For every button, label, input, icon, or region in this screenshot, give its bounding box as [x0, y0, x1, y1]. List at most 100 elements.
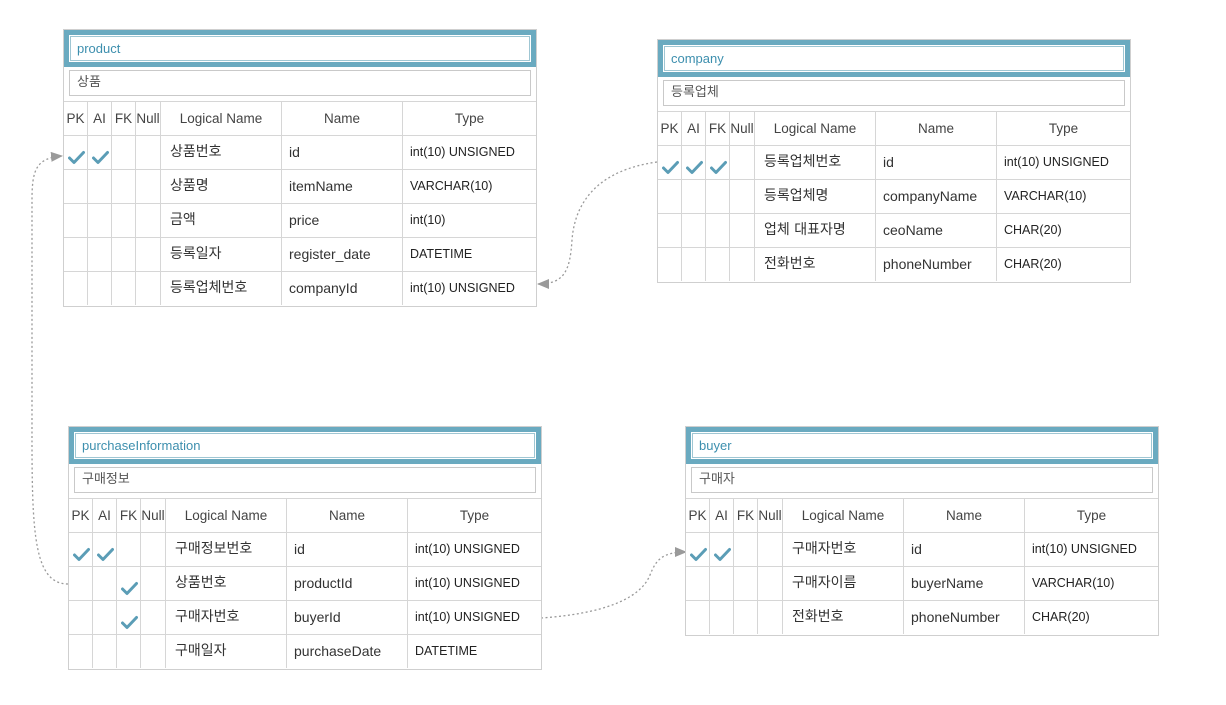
logical-name-cell[interactable]: 금액: [161, 204, 282, 237]
pk-flag-cell[interactable]: [686, 601, 710, 634]
fk-flag-cell[interactable]: [112, 272, 136, 305]
pk-flag-cell[interactable]: [64, 170, 88, 203]
ai-flag-cell[interactable]: [88, 272, 112, 305]
ai-flag-cell[interactable]: [88, 238, 112, 271]
null-flag-cell[interactable]: [141, 601, 166, 634]
table-title-bar[interactable]: buyer: [686, 427, 1158, 464]
column-type-cell[interactable]: int(10) UNSIGNED: [415, 610, 520, 624]
logical-name-cell[interactable]: 구매자번호: [783, 533, 904, 566]
column-type-cell[interactable]: int(10): [410, 213, 446, 227]
ai-flag-cell[interactable]: [710, 567, 734, 600]
column-name-cell[interactable]: companyName: [876, 180, 997, 213]
ai-flag-cell[interactable]: [88, 204, 112, 237]
null-flag-cell[interactable]: [136, 238, 161, 271]
logical-name-cell[interactable]: 전화번호: [755, 248, 876, 281]
null-flag-cell[interactable]: [730, 146, 755, 179]
logical-name-cell[interactable]: 구매정보번호: [166, 533, 287, 566]
null-flag-cell[interactable]: [141, 635, 166, 668]
logical-name-cell[interactable]: 등록업체번호: [161, 272, 282, 305]
column-name-cell[interactable]: id: [904, 533, 1025, 566]
logical-name-cell[interactable]: 상품번호: [161, 136, 282, 169]
ai-flag-cell[interactable]: [88, 170, 112, 203]
ai-flag-cell[interactable]: [682, 214, 706, 247]
pk-flag-cell[interactable]: [64, 204, 88, 237]
column-name-cell[interactable]: productId: [287, 567, 408, 600]
logical-name-cell[interactable]: 등록일자: [161, 238, 282, 271]
logical-name-cell[interactable]: 업체 대표자명: [755, 214, 876, 247]
ai-flag-cell[interactable]: [93, 533, 117, 566]
column-type-cell[interactable]: int(10) UNSIGNED: [410, 145, 515, 159]
logical-name-cell[interactable]: 구매자번호: [166, 601, 287, 634]
fk-flag-cell[interactable]: [117, 567, 141, 600]
null-flag-cell[interactable]: [141, 533, 166, 566]
null-flag-cell[interactable]: [136, 136, 161, 169]
column-name-cell[interactable]: price: [282, 204, 403, 237]
pk-flag-cell[interactable]: [686, 567, 710, 600]
column-name-cell[interactable]: phoneNumber: [876, 248, 997, 281]
logical-name-cell[interactable]: 전화번호: [783, 601, 904, 634]
pk-flag-cell[interactable]: [686, 533, 710, 566]
fk-flag-cell[interactable]: [117, 533, 141, 566]
column-name-cell[interactable]: phoneNumber: [904, 601, 1025, 634]
logical-name-cell[interactable]: 구매일자: [166, 635, 287, 668]
ai-flag-cell[interactable]: [93, 635, 117, 668]
fk-flag-cell[interactable]: [117, 635, 141, 668]
column-name-cell[interactable]: buyerId: [287, 601, 408, 634]
column-name-cell[interactable]: ceoName: [876, 214, 997, 247]
column-type-cell[interactable]: CHAR(20): [1004, 223, 1062, 237]
ai-flag-cell[interactable]: [93, 567, 117, 600]
column-type-cell[interactable]: int(10) UNSIGNED: [415, 542, 520, 556]
fk-flag-cell[interactable]: [734, 533, 758, 566]
null-flag-cell[interactable]: [136, 204, 161, 237]
pk-flag-cell[interactable]: [64, 136, 88, 169]
logical-name-cell[interactable]: 등록업체명: [755, 180, 876, 213]
fk-flag-cell[interactable]: [112, 238, 136, 271]
logical-name-cell[interactable]: 등록업체번호: [755, 146, 876, 179]
logical-name-cell[interactable]: 상품명: [161, 170, 282, 203]
pk-flag-cell[interactable]: [69, 635, 93, 668]
pk-flag-cell[interactable]: [658, 248, 682, 281]
logical-name-cell[interactable]: 상품번호: [166, 567, 287, 600]
fk-flag-cell[interactable]: [734, 601, 758, 634]
table-title-bar[interactable]: company: [658, 40, 1130, 77]
null-flag-cell[interactable]: [136, 272, 161, 305]
column-type-cell[interactable]: int(10) UNSIGNED: [1032, 542, 1137, 556]
ai-flag-cell[interactable]: [93, 601, 117, 634]
column-type-cell[interactable]: DATETIME: [415, 644, 478, 658]
pk-flag-cell[interactable]: [64, 238, 88, 271]
null-flag-cell[interactable]: [730, 214, 755, 247]
fk-flag-cell[interactable]: [112, 170, 136, 203]
fk-flag-cell[interactable]: [734, 567, 758, 600]
ai-flag-cell[interactable]: [710, 533, 734, 566]
column-type-cell[interactable]: int(10) UNSIGNED: [415, 576, 520, 590]
ai-flag-cell[interactable]: [88, 136, 112, 169]
table-title-bar[interactable]: purchaseInformation: [69, 427, 541, 464]
column-name-cell[interactable]: id: [287, 533, 408, 566]
column-name-cell[interactable]: register_date: [282, 238, 403, 271]
fk-flag-cell[interactable]: [706, 214, 730, 247]
null-flag-cell[interactable]: [758, 601, 783, 634]
ai-flag-cell[interactable]: [710, 601, 734, 634]
fk-flag-cell[interactable]: [706, 180, 730, 213]
fk-flag-cell[interactable]: [112, 136, 136, 169]
fk-flag-cell[interactable]: [706, 146, 730, 179]
column-name-cell[interactable]: id: [282, 136, 403, 169]
column-type-cell[interactable]: int(10) UNSIGNED: [410, 281, 515, 295]
null-flag-cell[interactable]: [730, 248, 755, 281]
null-flag-cell[interactable]: [758, 533, 783, 566]
column-type-cell[interactable]: VARCHAR(10): [410, 179, 493, 193]
